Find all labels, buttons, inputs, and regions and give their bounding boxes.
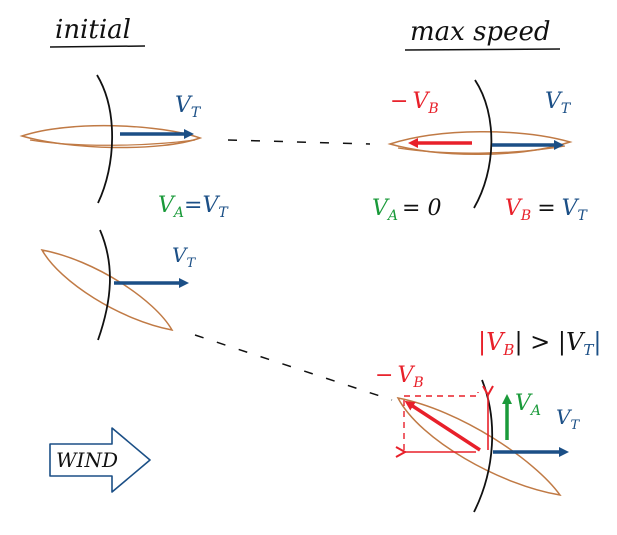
va-equals-vt-label: VA=VT [158,193,229,221]
dashed-connector-bottom [194,334,393,401]
boat-initial-angled [40,229,189,341]
neg-vb-label-top: −VB [390,89,439,117]
wind-label: WIND [56,448,118,472]
vt-label-angled-max: VT [556,405,580,433]
vt-label-angled-initial: VT [172,243,196,271]
vb-equals-vt-label: VB=VT [505,196,589,224]
boat-max-speed-angled [398,379,569,513]
heading-initial: initial [55,15,131,45]
boat-initial-horizontal [19,74,203,204]
heading-max-speed-underline [404,48,561,51]
heading-initial-underline [49,45,146,48]
speed-relation-label: |VB| > |VT| [478,328,601,359]
neg-vb-arrow-angled [404,400,481,452]
vt-label-initial: VT [175,93,202,121]
vt-label-max: VT [545,89,572,117]
boat-max-speed-horizontal [387,79,573,209]
neg-vb-label-bottom: −VB [375,363,424,391]
heading-max-speed: max speed [410,17,551,47]
va-label-angled: VA [515,391,541,419]
va-equals-zero-label: VA= 0 [372,196,441,224]
wind-arrow [49,427,151,493]
dashed-connector-top [227,139,371,145]
